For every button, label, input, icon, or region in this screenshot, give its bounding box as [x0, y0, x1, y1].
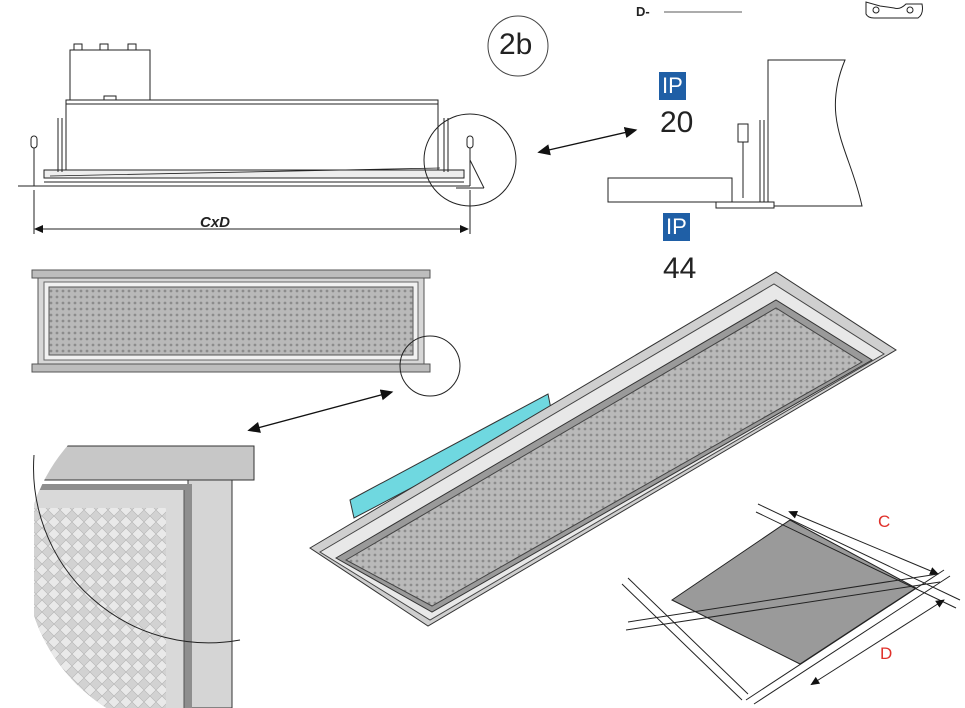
step-circle: [487, 15, 549, 77]
ip-badge-44: IP: [663, 213, 690, 241]
isometric-grille: [309, 271, 897, 627]
detail-arrow-top: [537, 127, 638, 156]
ip-value-44: 44: [663, 252, 697, 285]
clip-icon: [865, 1, 923, 19]
ip-badge-20: IP: [659, 72, 686, 100]
d-label: D-: [636, 4, 650, 19]
corner-enlarged-detail: [33, 445, 255, 708]
step-label: 2b: [499, 28, 533, 61]
front-grille-view: [31, 269, 461, 397]
grid-label-c: C: [878, 512, 891, 531]
ceiling-grid: [621, 503, 961, 705]
dimension-label: CxD: [200, 214, 231, 231]
grid-label-d: D: [880, 644, 893, 663]
ip-value-20: 20: [660, 106, 694, 139]
side-elevation: [18, 43, 517, 234]
detail-arrow-bottom: [247, 389, 394, 433]
ceiling-section-detail: [607, 11, 863, 209]
